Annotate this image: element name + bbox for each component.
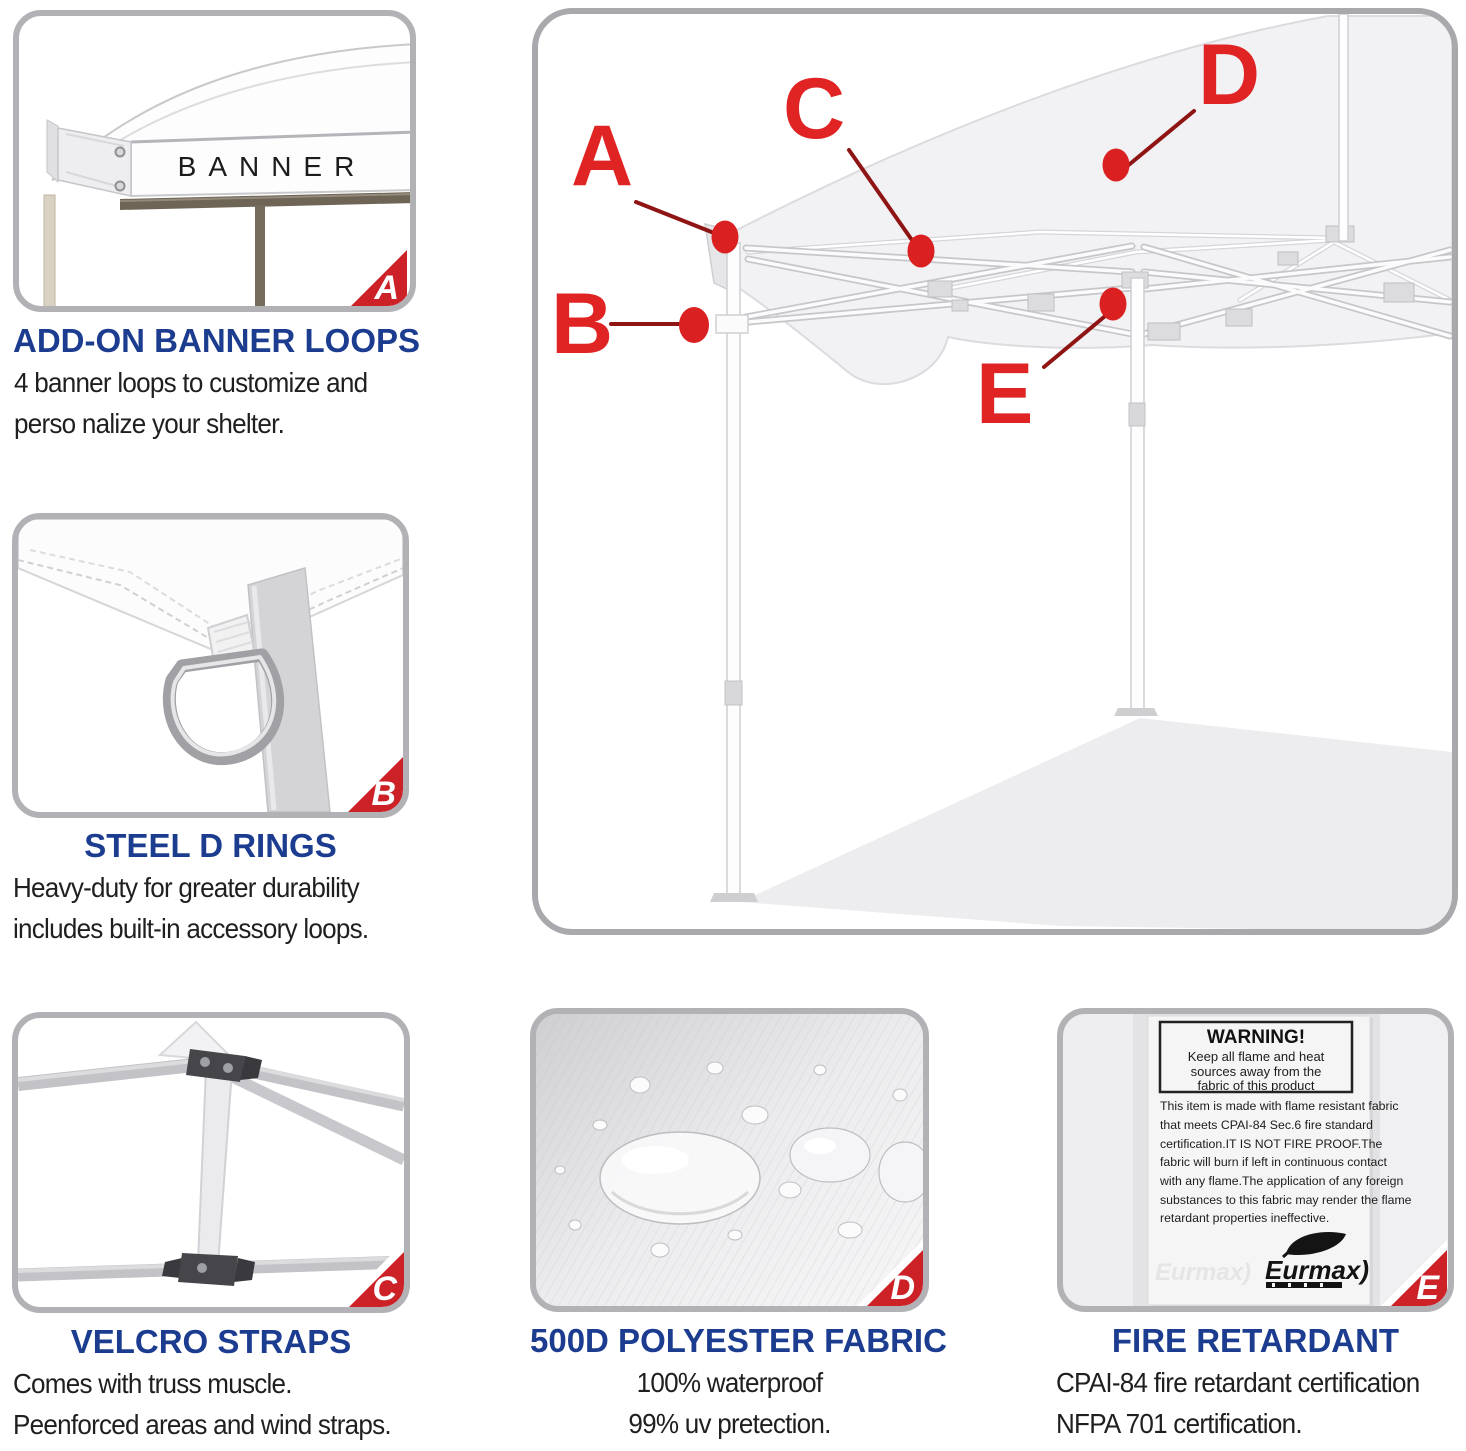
panel-border xyxy=(1057,1008,1454,1312)
brand-name: Eurmax) xyxy=(1265,1255,1369,1285)
badge-d-letter: D xyxy=(890,1269,915,1307)
foot-plate xyxy=(1114,708,1158,716)
warning-body-lines: This item is made with flame resistant f… xyxy=(1159,1099,1412,1225)
feature-b-line2: includes built-in accessory loops. xyxy=(13,913,369,944)
svg-text:Keep all flame and heat: Keep all flame and heat xyxy=(1188,1049,1325,1064)
badge-a-letter: A xyxy=(373,269,399,307)
velcro-strap-art: C xyxy=(18,1018,404,1308)
svg-text:with any flame.The application: with any flame.The application of any fo… xyxy=(1159,1174,1404,1188)
d-ring-art: B xyxy=(18,519,403,813)
water-droplets-art: D xyxy=(536,1014,923,1307)
grommet xyxy=(114,180,126,192)
badge-b-triangle xyxy=(348,756,403,812)
banner-loops-photo: BANNER A xyxy=(13,10,416,312)
badge-c-triangle xyxy=(349,1251,404,1307)
leaf-logo-icon xyxy=(1286,1232,1346,1256)
d-ring-photo: B xyxy=(12,513,409,818)
brand-watermark: Eurmax) xyxy=(1155,1259,1251,1286)
callout-letter-d: D xyxy=(1198,27,1260,123)
fire-warning-label-photo: WARNING! Keep all flame and heat sources… xyxy=(1057,1008,1454,1312)
canopy-diagram-art: A B C D E xyxy=(538,14,1452,929)
foot-plate xyxy=(710,893,758,902)
callout-dot-d xyxy=(1102,148,1130,182)
feature-b-line1: Heavy-duty for greater durability xyxy=(13,872,360,903)
fire-warning-label-art: WARNING! Keep all flame and heat sources… xyxy=(1063,1014,1448,1307)
warning-heading: WARNING! xyxy=(1207,1027,1305,1048)
badge-a-triangle xyxy=(351,250,407,306)
grommet xyxy=(114,146,126,158)
panel-border xyxy=(532,8,1458,935)
ground-sheet xyxy=(740,718,1452,929)
callout-letters: A B C D E xyxy=(551,27,1260,442)
feature-d-line2: 99% uv pretection. xyxy=(628,1408,831,1439)
middle-leg xyxy=(1130,277,1145,715)
panel-border xyxy=(12,513,409,818)
callout-dot-a xyxy=(711,220,739,254)
feature-e-line2: NFPA 701 certification. xyxy=(1056,1408,1303,1439)
feature-c-line1: Comes with truss muscle. xyxy=(13,1368,293,1399)
feature-e-line1: CPAI-84 fire retardant certification xyxy=(1056,1367,1420,1398)
svg-text:substances to this fabric may: substances to this fabric may render the… xyxy=(1160,1193,1412,1207)
velcro-strap-photo: C xyxy=(12,1012,410,1313)
svg-text:that meets CPAI-84 Sec.6 fire: that meets CPAI-84 Sec.6 fire standard xyxy=(1160,1118,1373,1132)
svg-text:retardant properties ineffecti: retardant properties ineffective. xyxy=(1160,1211,1329,1225)
badge-c-letter: C xyxy=(372,1270,397,1308)
panel-border xyxy=(13,10,416,312)
callout-dots xyxy=(679,148,1130,343)
badge-b-letter: B xyxy=(371,775,396,813)
legs xyxy=(710,14,1349,902)
feature-e-title: FIRE RETARDANT xyxy=(1111,1322,1400,1359)
eave-bracket xyxy=(715,314,749,334)
feature-a-line1: 4 banner loops to customize and xyxy=(14,367,368,398)
callout-dot-e xyxy=(1099,287,1127,321)
svg-text:certification.IT IS NOT FIRE P: certification.IT IS NOT FIRE PROOF.The xyxy=(1160,1137,1382,1151)
height-adjuster xyxy=(1128,402,1146,427)
badge-d-triangle xyxy=(867,1250,923,1306)
callout-dot-c xyxy=(907,234,935,268)
feature-c-line2: Peenforced areas and wind straps. xyxy=(13,1409,392,1440)
callout-letter-a: A xyxy=(571,108,633,204)
warning-sub-lines: Keep all flame and heat sources away fro… xyxy=(1188,1049,1325,1093)
feature-d-title: 500D POLYESTER FABRIC xyxy=(530,1322,947,1359)
d-ring xyxy=(162,648,285,766)
feature-d-line1: 100% waterproof xyxy=(636,1367,823,1398)
svg-text:fabric of this product: fabric of this product xyxy=(1197,1078,1314,1093)
badge-e-triangle xyxy=(1391,1250,1447,1306)
warning-label-paper xyxy=(1147,1015,1371,1306)
svg-text:This item is made with flame r: This item is made with flame resistant f… xyxy=(1160,1099,1399,1113)
feature-c-title: VELCRO STRAPS xyxy=(70,1323,352,1360)
svg-text:fabric will burn if left in co: fabric will burn if left in continuous c… xyxy=(1160,1155,1388,1169)
water-droplets xyxy=(554,1061,923,1258)
callout-letter-b: B xyxy=(551,276,613,372)
canopy-callout-diagram: A B C D E xyxy=(532,8,1458,935)
callout-letter-c: C xyxy=(783,61,845,157)
rear-pole xyxy=(1338,14,1349,242)
panel-border xyxy=(12,1012,410,1313)
banner-loops-art: BANNER A xyxy=(19,16,410,307)
feature-a-title: ADD-ON BANNER LOOPS xyxy=(13,322,421,359)
brand-underline-ticks xyxy=(1272,1283,1323,1287)
water-droplets-photo: D xyxy=(530,1008,929,1312)
front-left-leg xyxy=(726,242,741,899)
callout-dot-b xyxy=(679,307,709,343)
badge-e-letter: E xyxy=(1416,1269,1440,1307)
banner-graphic-text: BANNER xyxy=(178,151,367,182)
svg-text:sources away from the: sources away from the xyxy=(1191,1064,1322,1079)
feature-b-title: STEEL D RINGS xyxy=(84,827,337,864)
callout-leader-lines xyxy=(609,109,1196,369)
warning-box xyxy=(1158,1020,1354,1094)
feature-a-line2: perso nalize your shelter. xyxy=(14,408,285,439)
callout-letter-e: E xyxy=(976,346,1033,442)
panel-border xyxy=(530,1008,929,1312)
height-adjuster xyxy=(724,680,743,706)
